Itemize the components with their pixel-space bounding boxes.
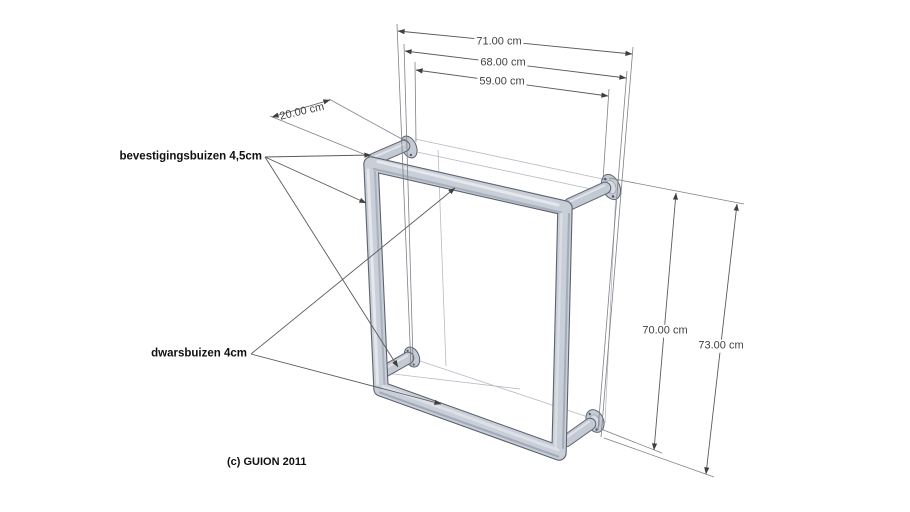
dim-line-20 <box>271 99 331 118</box>
wall-construction-lines <box>376 138 617 424</box>
dim-line-73 <box>704 203 739 475</box>
copyright-text: (c) GUION 2011 <box>227 455 307 468</box>
frame-tube <box>363 156 573 461</box>
label-mounting-tubes: bevestigingsbuizen 4,5cm <box>119 150 262 163</box>
dimension-width-inner: 59.00 cm <box>477 75 527 89</box>
leader-mounting-1 <box>264 152 372 158</box>
label-cross-tubes: dwarsbuizen 4cm <box>151 347 247 360</box>
frame-body <box>364 157 572 460</box>
leader-mounting-2 <box>264 156 367 204</box>
stub-bottom-right <box>559 417 597 448</box>
dimension-width-mid: 68.00 cm <box>478 56 528 70</box>
dimension-height-inner: 70.00 cm <box>640 324 690 338</box>
stub-top-left <box>367 139 411 166</box>
leader-cross-2 <box>250 353 442 405</box>
stub-top-right <box>563 181 612 211</box>
leader-cross-1 <box>250 187 456 355</box>
leader-lines <box>250 152 456 405</box>
dimension-lines <box>271 29 739 475</box>
dimension-width-outer: 71.00 cm <box>474 35 524 49</box>
dimension-height-outer: 73.00 cm <box>696 339 746 353</box>
extension-lines <box>269 23 745 478</box>
leader-mounting-3 <box>264 156 399 368</box>
dim-line-70 <box>651 192 679 451</box>
stub-bottom-left <box>378 351 415 378</box>
